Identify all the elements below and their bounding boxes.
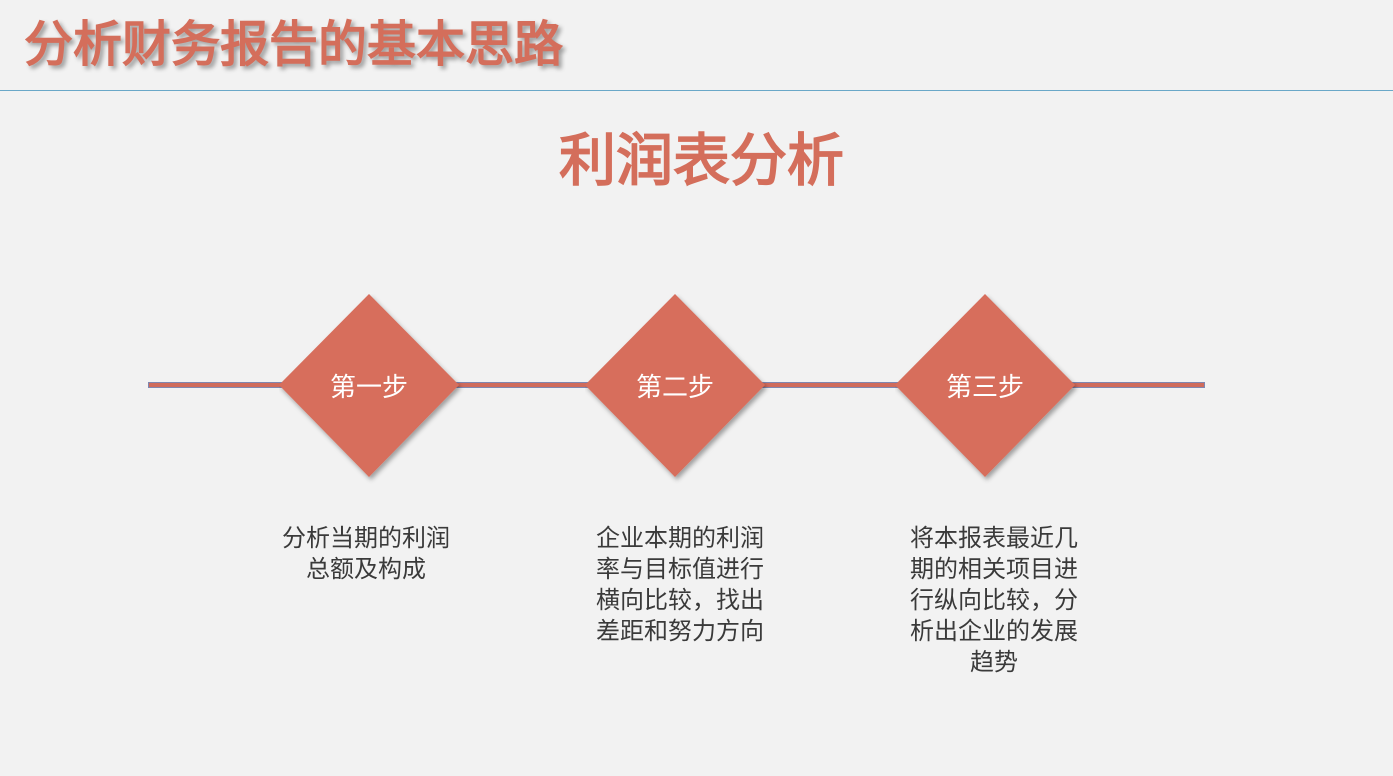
description-line: 企业本期的利润 <box>596 524 764 552</box>
step-label: 第一步 <box>329 373 408 403</box>
slide-title: 分析财务报告的基本思路 <box>24 16 564 73</box>
step-3-diamond: 第三步 <box>895 294 1075 477</box>
description-line: 分析当期的利润 <box>282 524 450 552</box>
step-3-description: 将本报表最近几 期的相关项目进 行纵向比较，分 析出企业的发展 趋势 <box>894 523 1094 678</box>
diamond-shape <box>585 294 765 477</box>
description-line: 率与目标值进行 <box>596 555 764 583</box>
description-line: 趋势 <box>970 648 1018 676</box>
step-label: 第三步 <box>945 373 1024 403</box>
step-2-description: 企业本期的利润 率与目标值进行 横向比较，找出 差距和努力方向 <box>580 523 780 647</box>
description-line: 析出企业的发展 <box>910 617 1078 645</box>
diamond-shape <box>279 294 459 477</box>
description-line: 横向比较，找出 <box>596 586 764 614</box>
diamond-shape <box>895 294 1075 477</box>
step-1-diamond: 第一步 <box>279 294 459 477</box>
description-line: 行纵向比较，分 <box>910 586 1078 614</box>
step-label: 第二步 <box>635 373 714 403</box>
description-line: 差距和努力方向 <box>596 617 764 645</box>
description-line: 总额及构成 <box>306 555 426 583</box>
description-line: 将本报表最近几 <box>910 524 1078 552</box>
step-2-diamond: 第二步 <box>585 294 765 477</box>
section-title: 利润表分析 <box>559 128 844 194</box>
header-divider <box>0 90 1393 91</box>
step-1-description: 分析当期的利润 总额及构成 <box>266 523 466 585</box>
description-line: 期的相关项目进 <box>910 555 1078 583</box>
